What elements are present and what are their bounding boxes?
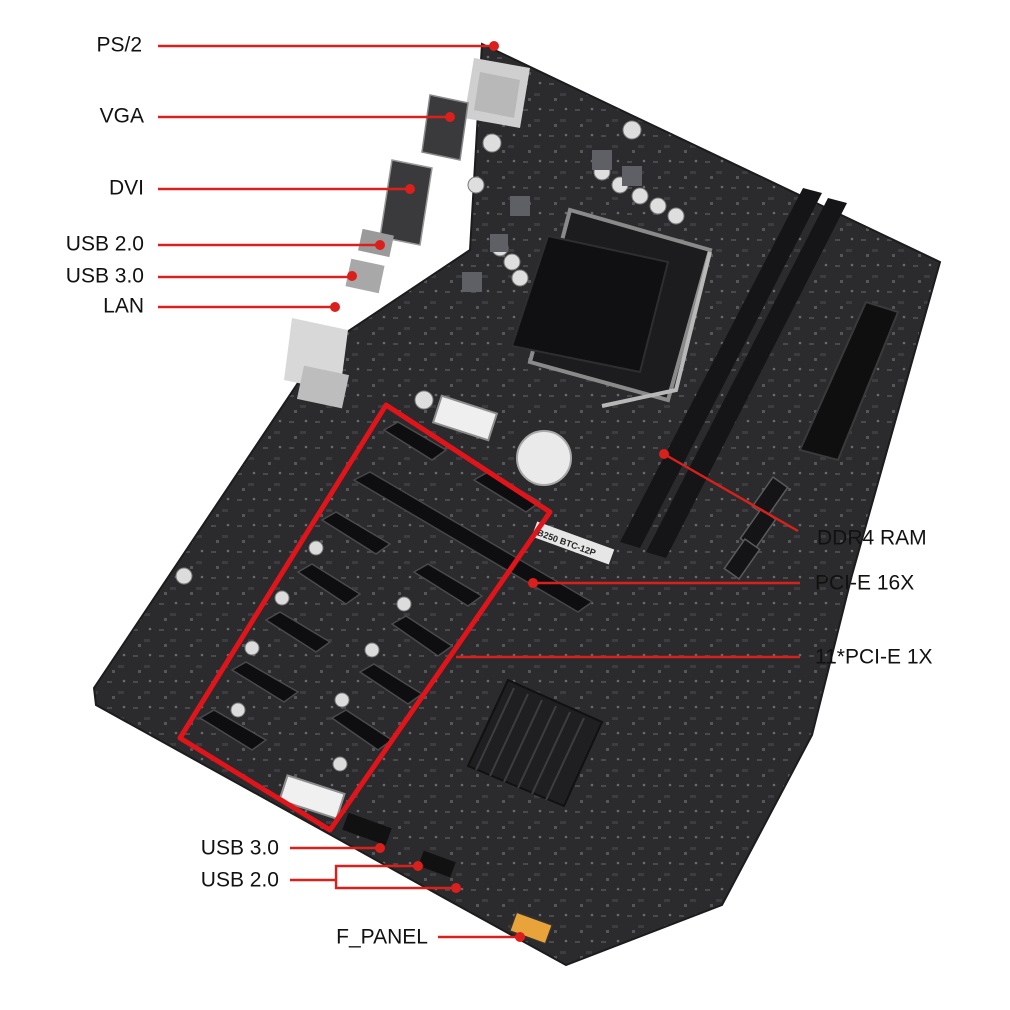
lan-port: [296, 365, 350, 409]
pcie-x1-slot: [264, 611, 332, 653]
vga-port: [421, 94, 469, 161]
pcie-x1-slot: [296, 563, 362, 605]
pcie-highlight-box: [177, 402, 553, 833]
callout-ps2: PS/2: [96, 34, 499, 57]
pcie-x16-slot: [352, 471, 594, 613]
pcie-x1-slot: [382, 421, 448, 461]
cpu-retention-lever: [601, 251, 712, 408]
usb20-header: [418, 850, 456, 878]
callout-fpanel: F_PANEL: [336, 926, 525, 949]
callout-lan: LAN: [103, 295, 340, 318]
pcie-x1-slot: [230, 661, 300, 703]
model-silkscreen-plate: [531, 521, 615, 565]
heatsink-fins: [475, 687, 585, 801]
label-usb30-header: USB 3.0: [201, 837, 279, 860]
molex-connector: [431, 394, 499, 442]
dvi-port: [379, 159, 433, 246]
label-usb20-rear: USB 2.0: [66, 233, 144, 256]
usb30-header: [342, 812, 392, 846]
ps2-port: [474, 72, 520, 118]
label-ps2: PS/2: [96, 34, 142, 57]
atx-24pin-connector: [798, 300, 900, 462]
callout-dvi: DVI: [109, 177, 415, 200]
usb30-port: [345, 258, 385, 294]
callout-usb30-header: USB 3.0: [201, 837, 385, 860]
label-vga: VGA: [100, 105, 144, 128]
label-ddr4: DDR4 RAM: [817, 527, 927, 550]
label-pcie16: PCI-E 16X: [815, 572, 914, 595]
label-pcie1: 11*PCI-E 1X: [815, 646, 933, 669]
pcie-x1-slots: [198, 421, 542, 751]
sata-ports: [723, 476, 789, 580]
ddr4-slot-2: [646, 198, 847, 558]
pcie-x1-slot: [320, 511, 392, 555]
callouts: PS/2 VGA DVI USB 2.0 USB 3.0 LAN DDR4 RA…: [66, 34, 933, 949]
vrm-chokes: [462, 150, 642, 292]
callout-vga: VGA: [100, 105, 455, 128]
callout-ddr4: DDR4 RAM: [659, 449, 927, 550]
label-usb30-rear: USB 3.0: [66, 265, 144, 288]
chipset-heatsink: [466, 678, 604, 808]
slot-area-capacitors: [175, 540, 412, 772]
bottom-power-connector: [278, 774, 346, 820]
label-lan: LAN: [103, 295, 144, 318]
motherboard: B250 BTC-12P: [92, 42, 942, 967]
cmos-battery: [516, 430, 572, 486]
callout-pcie16: PCI-E 16X: [528, 572, 914, 595]
label-dvi: DVI: [109, 177, 144, 200]
pcie-x1-slot: [198, 709, 268, 751]
pcie-x1-slot: [390, 615, 454, 657]
pcie-x1-slot: [472, 471, 542, 513]
callout-usb30-rear: USB 3.0: [66, 265, 357, 288]
callout-usb20-header: USB 2.0: [201, 861, 461, 893]
f-panel-header: [508, 911, 554, 945]
callout-pcie1: 11*PCI-E 1X: [456, 646, 933, 669]
cpu-socket-cover: [510, 234, 670, 374]
label-fpanel: F_PANEL: [336, 926, 428, 949]
pcie-x1-slot: [412, 563, 484, 607]
callout-usb20-rear: USB 2.0: [66, 233, 385, 256]
label-usb20-header: USB 2.0: [201, 869, 279, 892]
